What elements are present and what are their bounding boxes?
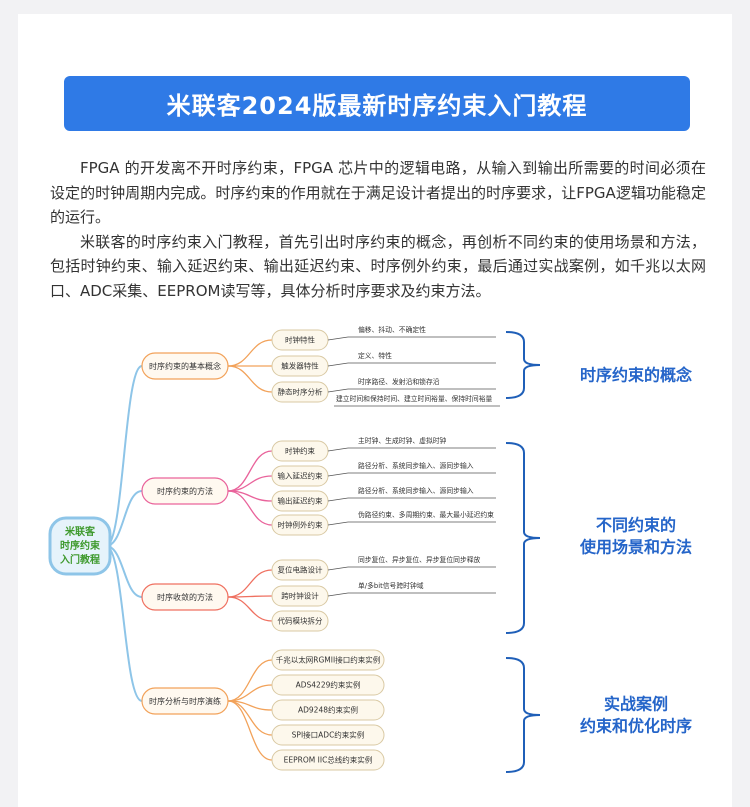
child-node (271, 674, 385, 696)
page-title: 米联客2024版最新时序约束入门教程 (166, 92, 588, 120)
note-connector (327, 497, 349, 502)
child-node (271, 649, 385, 671)
group-node-label: 时序收敛的方法 (157, 592, 213, 602)
note-connector (327, 362, 349, 367)
intro-paragraph-2: 米联客的时序约束入门教程，首先引出时序约束的概念，再创析不同约束的使用场景和方法… (50, 232, 706, 300)
section-label: 实战案例 (604, 695, 668, 714)
note-connector (327, 521, 349, 526)
child-branch-line (227, 659, 273, 702)
child-node-label: 千兆以太网RGMII接口约束实例 (276, 655, 380, 665)
child-branch-line (227, 684, 273, 702)
note-connector (327, 566, 349, 571)
child-node (271, 724, 385, 746)
child-branch-line (227, 596, 273, 622)
child-node-label: 复位电路设计 (278, 565, 323, 575)
section-label: 时序约束的概念 (580, 366, 693, 385)
root-node (48, 516, 112, 576)
child-branch-line (227, 339, 273, 367)
child-node-label: 时钟特性 (285, 335, 315, 345)
group-node (141, 583, 229, 611)
child-node-label: 代码模块拆分 (278, 616, 323, 626)
child-node (271, 610, 329, 632)
root-node-label: 米联客 (65, 525, 96, 538)
child-node-label: EEPROM IIC总线约束实例 (284, 755, 373, 765)
note-text: 时序路径、发射沿和锁存沿 (358, 377, 440, 386)
child-node-label: 静态时序分析 (278, 387, 323, 397)
note-text: 路径分析、系统同步输入、源同步输入 (358, 461, 474, 470)
note-text: 单/多bit信号跨时钟域 (358, 581, 424, 590)
branch-line (105, 365, 143, 547)
child-node-label: AD9248约束实例 (298, 705, 358, 715)
note-text: 定义、特性 (358, 351, 392, 360)
section-label: 使用场景和方法 (579, 538, 692, 557)
branch-line (105, 545, 143, 702)
child-node-label: 时钟例外约束 (278, 520, 323, 530)
note-text: 建立时间和保持时间、建立时间裕量、保持时间裕量 (336, 394, 493, 403)
intro-text: FPGA 的开发离不开时序约束，FPGA 芯片中的逻辑电路，从输入到输出所需要的… (50, 156, 706, 303)
child-branch-line (227, 475, 273, 492)
child-node-label: ADS4229约束实例 (296, 680, 361, 690)
section-bracket (505, 442, 541, 634)
section-bracket (505, 657, 541, 773)
section-bracket (505, 331, 541, 399)
child-branch-line (227, 365, 273, 393)
note-connector (327, 336, 349, 341)
note-connector (327, 447, 349, 452)
child-node (271, 699, 385, 721)
root-node-label: 时序约束 (60, 539, 101, 552)
note-text: 路径分析、系统同步输入、源同步输入 (358, 486, 474, 495)
child-node-label: 时钟约束 (285, 446, 315, 456)
child-branch-line (227, 450, 273, 492)
group-node (141, 352, 229, 380)
note-text: 主时钟、生成时钟、虚拟时钟 (358, 436, 447, 445)
child-node-label: 输出延迟约束 (278, 496, 323, 506)
child-branch-line (227, 700, 273, 761)
child-branch-line (227, 490, 273, 526)
child-node (271, 749, 385, 771)
child-node-label: SPI接口ADC约束实例 (292, 730, 365, 740)
section-label: 不同约束的 (596, 516, 676, 535)
group-node (141, 477, 229, 505)
group-node-label: 时序约束的方法 (157, 486, 213, 496)
group-node-label: 时序分析与时序演练 (149, 696, 221, 706)
note-text: 伪路径约束、多周期约束、最大最小延迟约束 (358, 510, 494, 519)
root-node-label: 入门教程 (60, 553, 100, 566)
note-connector (327, 388, 349, 393)
note-text: 偏移、抖动、不确定性 (358, 325, 426, 334)
intro-paragraph-1: FPGA 的开发离不开时序约束，FPGA 芯片中的逻辑电路，从输入到输出所需要的… (50, 159, 706, 226)
note-text: 同步复位、异步复位、异步复位同步释放 (358, 555, 481, 564)
child-branch-line (227, 569, 273, 598)
title-banner: 米联客2024版最新时序约束入门教程 (64, 76, 690, 131)
note-connector (327, 472, 349, 477)
child-node-label: 跨时钟设计 (281, 591, 319, 601)
section-label: 约束和优化时序 (580, 717, 692, 736)
child-node-label: 输入延迟约束 (278, 471, 323, 481)
child-node-label: 触发器特性 (281, 361, 319, 371)
note-connector (327, 592, 349, 597)
group-node-label: 时序约束的基本概念 (149, 361, 221, 371)
group-node (141, 687, 229, 715)
